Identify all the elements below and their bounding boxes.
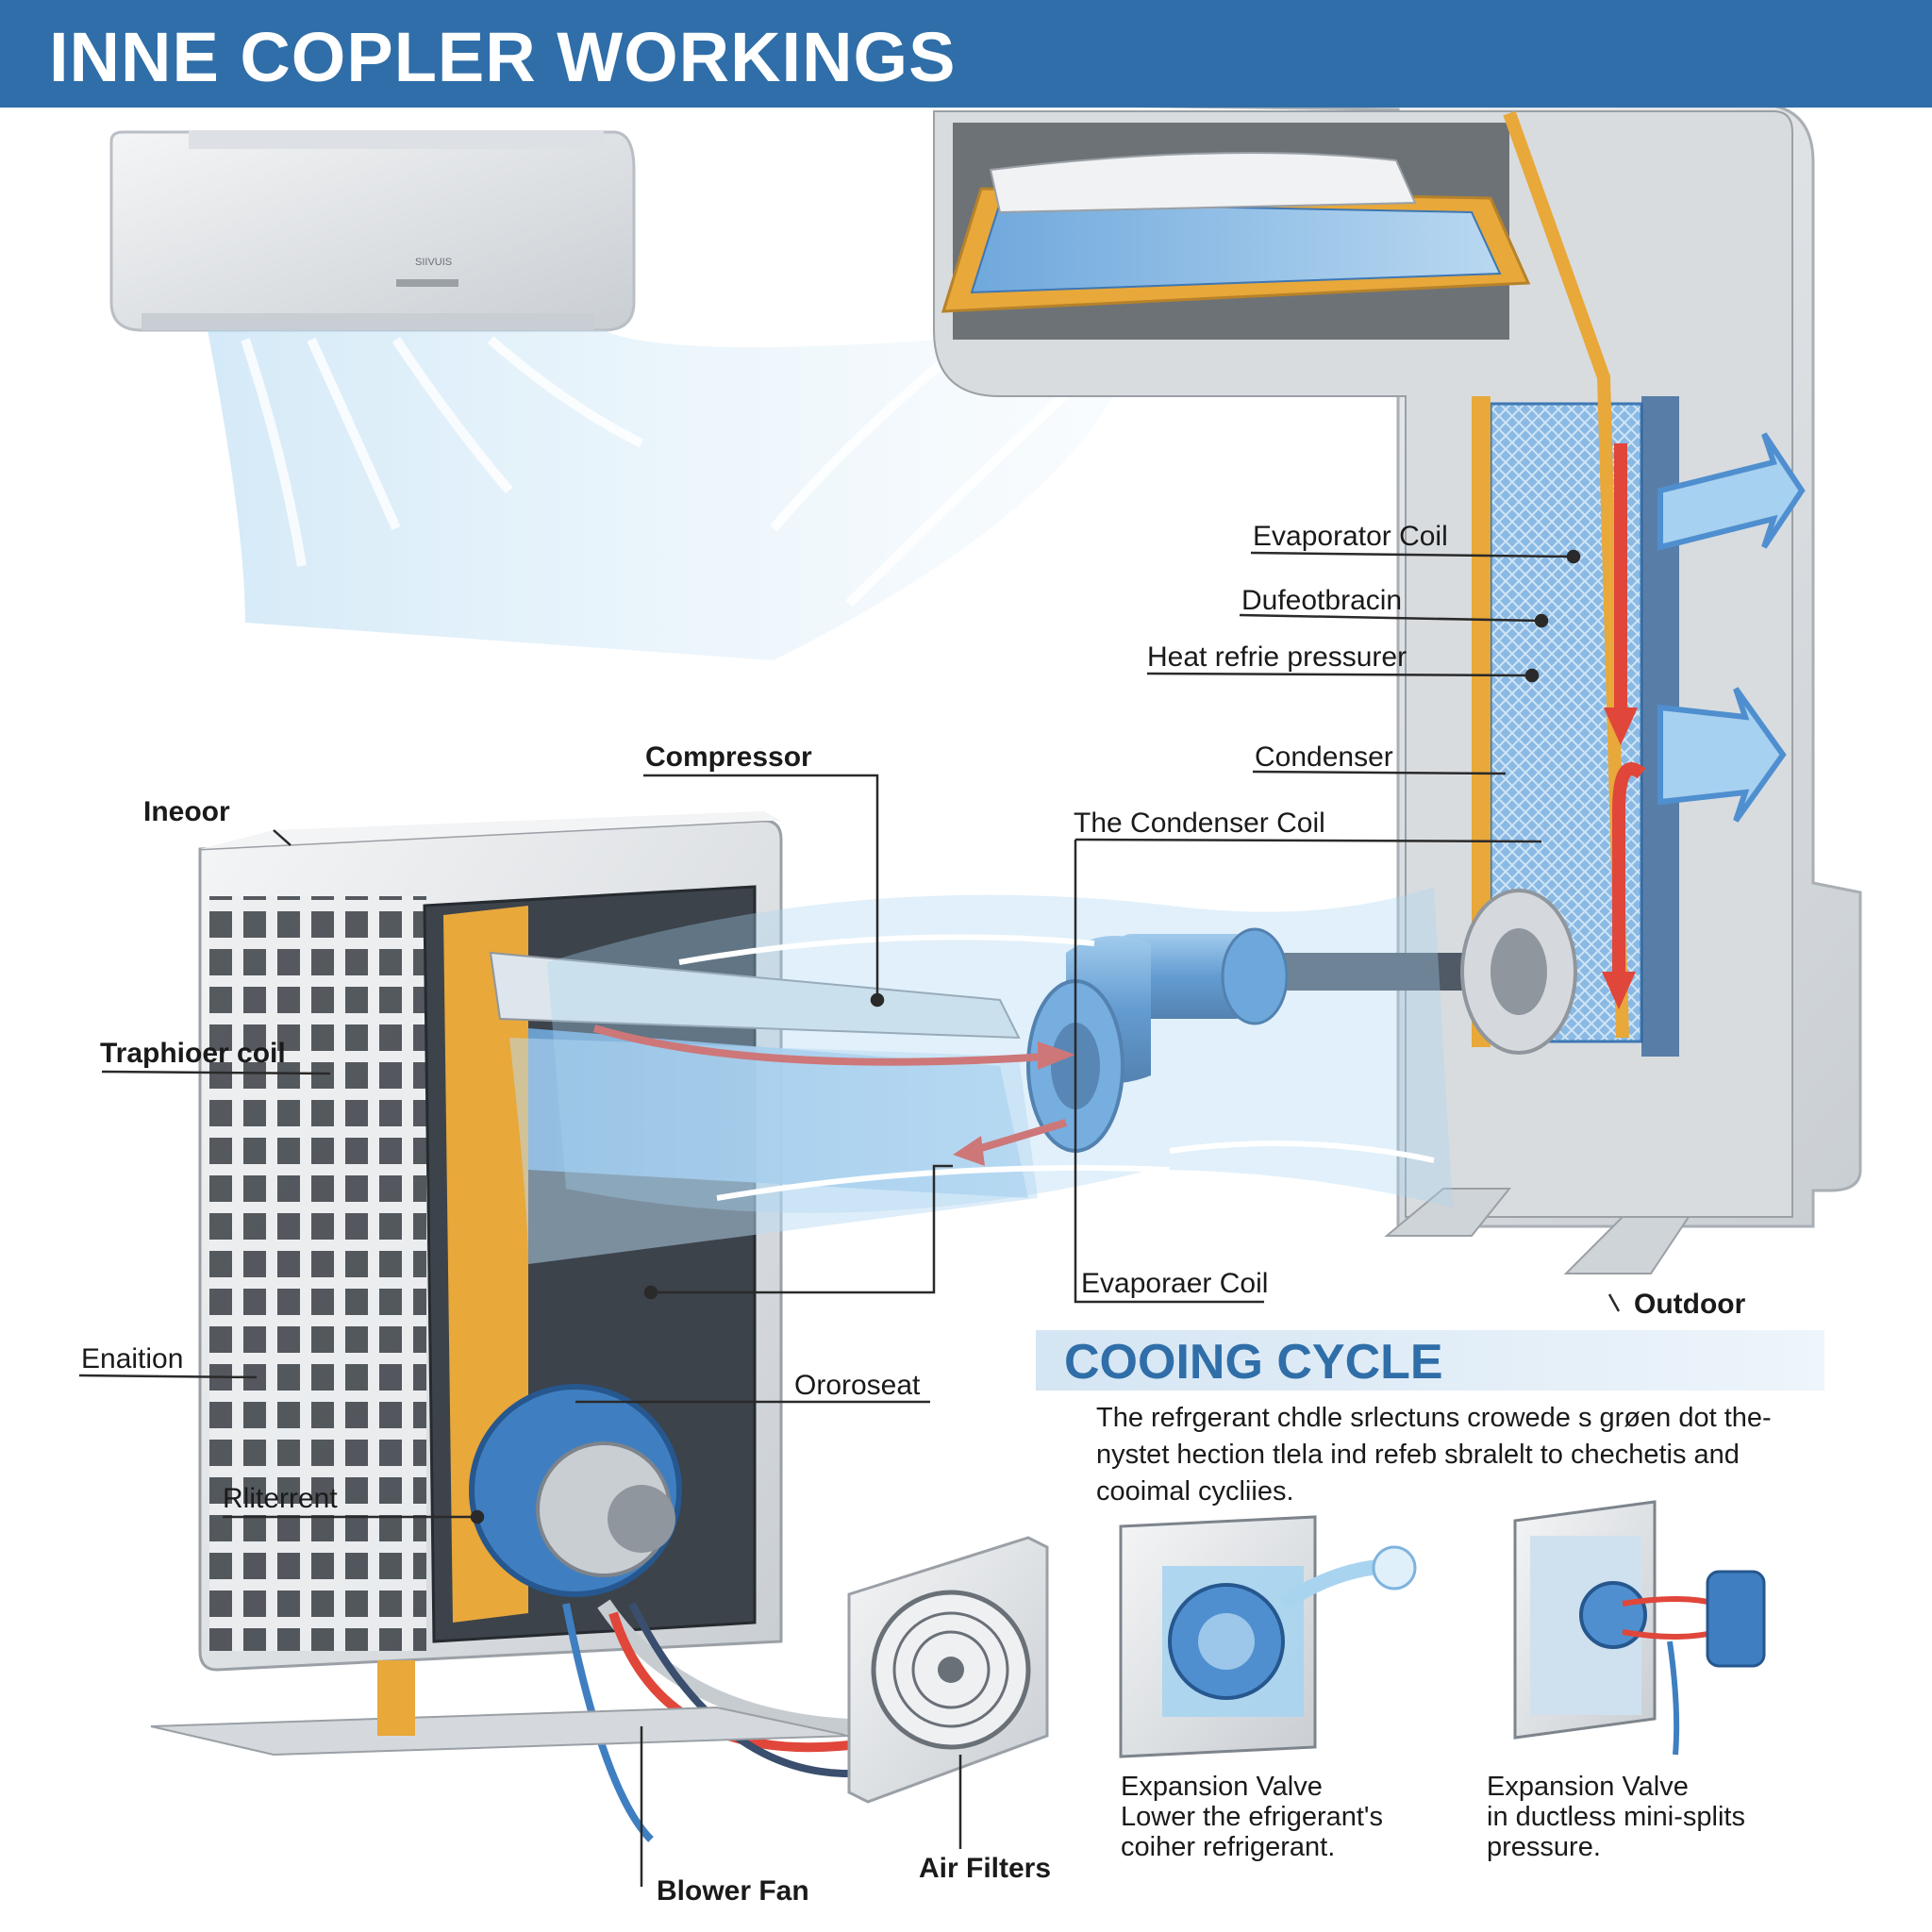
label-the-condenser-coil: The Condenser Coil: [1074, 808, 1325, 839]
panel-expansion-valve-2: [1513, 1500, 1766, 1756]
label-condenser: Condenser: [1255, 741, 1393, 773]
cycle-title: COOING CYCLE: [1064, 1335, 1443, 1390]
indoor-wall-unit: [109, 130, 636, 332]
leader-lines: [78, 549, 1621, 1887]
label-dufeotbracin: Dufeotbracin: [1241, 585, 1403, 616]
cycle-title-band: [1036, 1330, 1824, 1391]
panel-caption-2-line3: pressure.: [1487, 1832, 1601, 1862]
label-rliterrent: Rliterrent: [223, 1483, 338, 1514]
page-title: INNE COPLER WORKINGS: [49, 18, 957, 96]
leader-evaporator-coil-top: [1250, 551, 1574, 558]
label-traphioer-coil: Traphioer coil: [100, 1038, 286, 1069]
cycle-description: The refrgerant chdle srlectuns crowede s…: [1096, 1403, 1772, 1507]
label-air-filters: Air Filters: [919, 1853, 1052, 1884]
panel-caption-1: Expansion Valve Lower the efrigerant's c…: [1121, 1772, 1404, 1862]
leader-compressor: [643, 774, 879, 1000]
panel-expansion-valve-1: [1119, 1515, 1417, 1758]
leader-dufeotbracin: [1239, 613, 1542, 623]
leader-the-condenser-coil: [1074, 838, 1542, 843]
panel-caption-1-line1: Expansion Valve: [1121, 1772, 1323, 1802]
blower-fan-box: [847, 1536, 1049, 1804]
indoor-unit-brand: SIIVUIS: [415, 257, 453, 268]
leader-enaition: [78, 1374, 258, 1379]
leader-ineoor: [273, 829, 291, 846]
leader-evaporaer-coil: [651, 1164, 953, 1294]
label-heat-refrie-pressurer: Heat refrie pressurer: [1147, 641, 1407, 673]
leader-heat-refrie-pressurer: [1146, 672, 1533, 677]
label-evaporaer-coil: Evaporaer Coil: [1081, 1268, 1269, 1299]
label-blower-fan: Blower Fan: [657, 1875, 809, 1907]
title-banner: INNE COPLER WORKINGS: [0, 0, 1932, 108]
leader-traphioer-coil: [101, 1070, 331, 1075]
label-ororoseat: Ororoseat: [794, 1370, 921, 1401]
panel-caption-1-line2: Lower the efrigerant's: [1121, 1802, 1383, 1832]
refrigerant-arrows-left: [592, 1024, 1075, 1166]
label-ineoor: Ineoor: [143, 796, 230, 827]
middle-air-flow: [547, 887, 1453, 1213]
label-enaition: Enaition: [81, 1343, 184, 1374]
panel-caption-2: Expansion Valve in ductless mini-splits …: [1487, 1772, 1770, 1862]
label-compressor: Compressor: [645, 741, 812, 773]
leader-condenser: [1252, 770, 1507, 775]
panel-caption-2-line1: Expansion Valve: [1487, 1772, 1689, 1802]
left-cabinet: [150, 811, 1038, 1842]
panel-caption-2-line2: in ductless mini-splits: [1487, 1802, 1745, 1832]
panel-caption-1-line3: coiher refrigerant.: [1121, 1832, 1336, 1862]
leader-dot: [1566, 549, 1581, 564]
leader-outdoor: [1607, 1293, 1621, 1312]
label-evaporator-coil-top: Evaporator Coil: [1253, 521, 1448, 552]
label-outdoor: Outdoor: [1634, 1289, 1746, 1320]
